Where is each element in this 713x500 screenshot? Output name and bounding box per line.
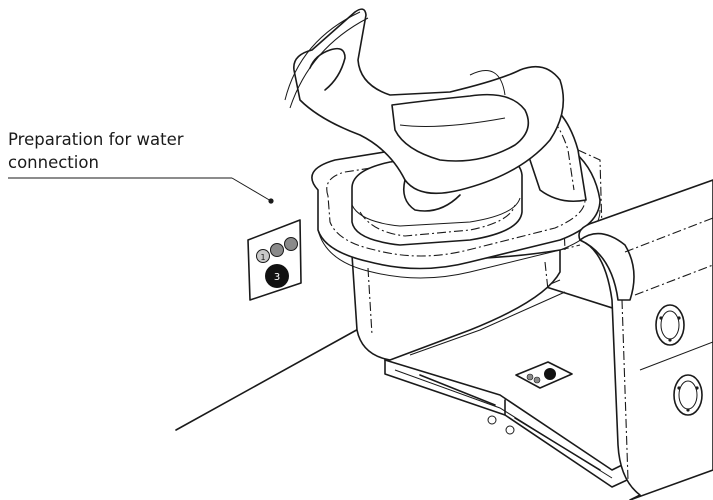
- callout-line-2: connection: [8, 153, 99, 172]
- cabinet-fitting-top: [655, 304, 685, 346]
- basin-bowl: [293, 8, 565, 212]
- callout-leader: [8, 177, 274, 204]
- floor-line: [175, 326, 363, 431]
- connection-label-panel: 1 3: [247, 219, 302, 301]
- floor-connection-label: [515, 361, 573, 389]
- marker-dot: [284, 237, 298, 251]
- hose: [284, 11, 369, 109]
- side-cabinet: [559, 179, 713, 500]
- marker-1-label: 1: [260, 253, 265, 262]
- cabinet-fitting-bottom: [673, 374, 703, 416]
- callout-line-1: Preparation for water: [8, 130, 184, 149]
- marker-1: [256, 249, 270, 263]
- marker-3-label: 3: [274, 272, 280, 283]
- marker-2: [270, 243, 284, 257]
- callout-text: Preparation for water connection: [8, 128, 238, 174]
- marker-3: [265, 264, 289, 288]
